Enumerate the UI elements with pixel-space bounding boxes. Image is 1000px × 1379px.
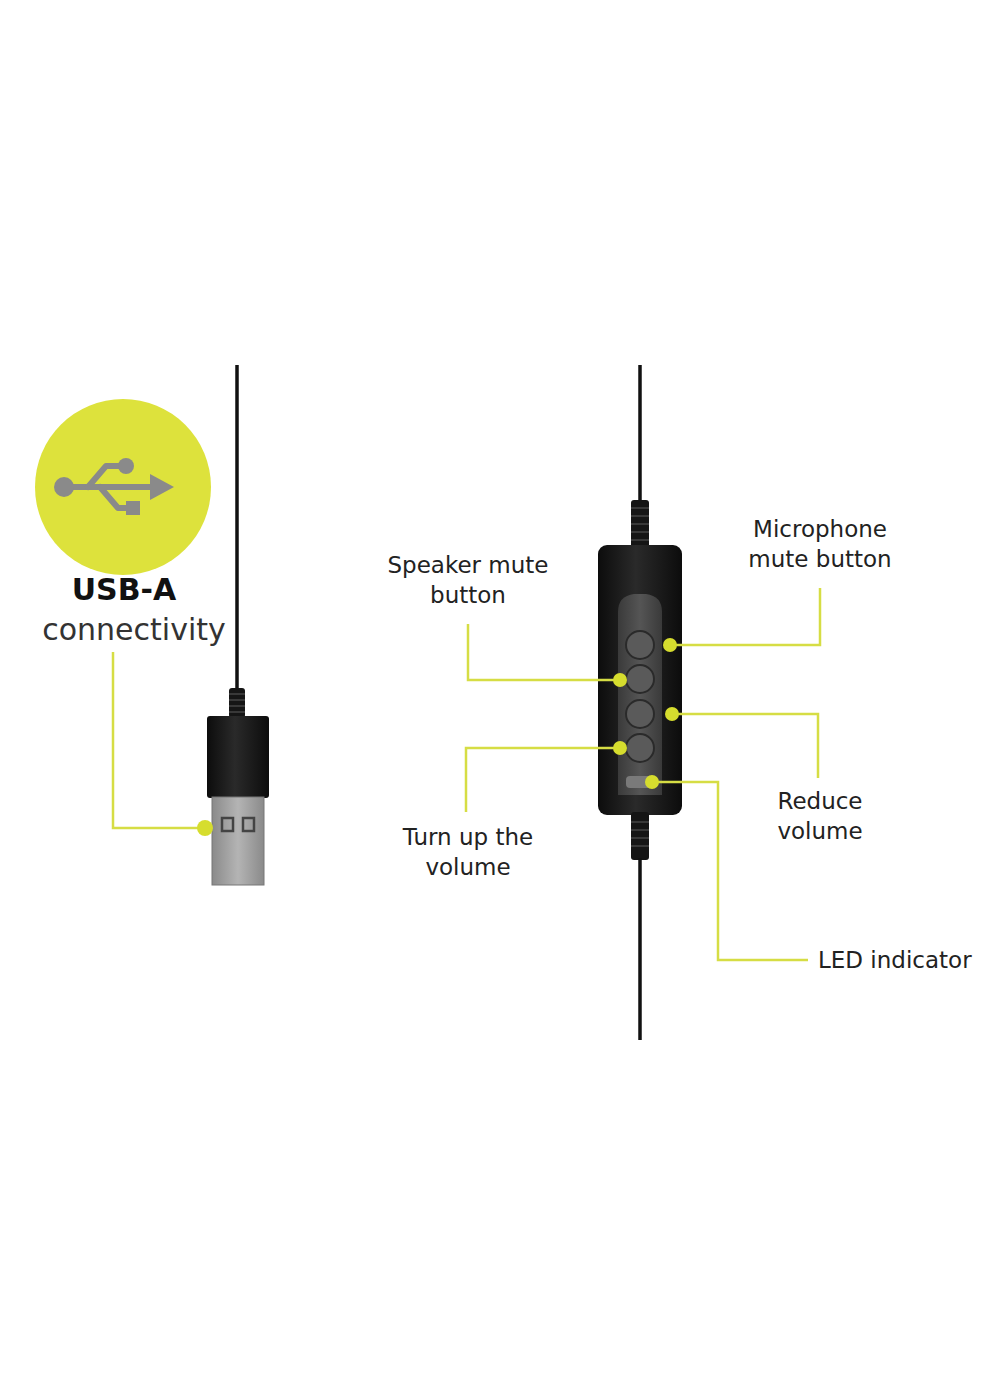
callout-label: Speaker mute button: [386, 550, 551, 611]
inline-remote: [598, 365, 682, 1040]
callout-label: Microphone mute button: [725, 514, 915, 575]
connector-type: USB-A: [4, 570, 244, 610]
callout-label: Turn up the volume: [393, 822, 543, 883]
leader-dots: [197, 638, 679, 836]
connector-caption: connectivity: [4, 610, 264, 650]
callout-label: LED indicator: [818, 945, 972, 975]
usb-badge: [35, 399, 211, 575]
callout-label: Reduce volume: [750, 786, 890, 847]
